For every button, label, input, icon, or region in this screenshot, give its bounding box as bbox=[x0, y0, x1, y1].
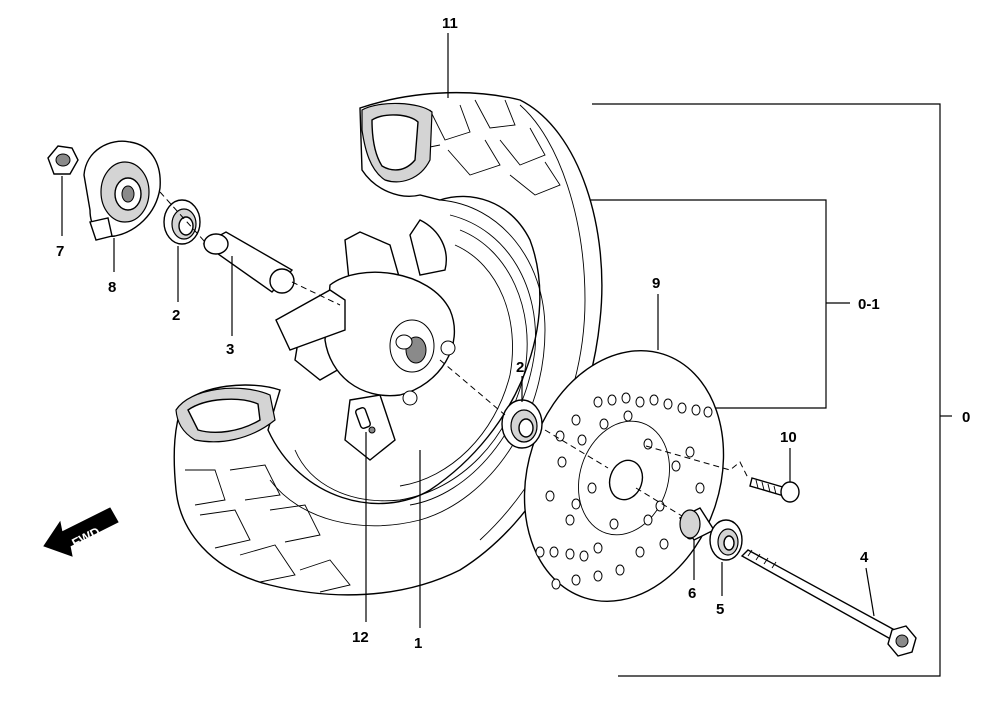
bearing-left bbox=[163, 199, 201, 245]
distance-collar bbox=[202, 231, 295, 294]
axle-bolt bbox=[740, 549, 917, 657]
callout-0-1: 0-1 bbox=[858, 296, 880, 313]
callout-3: 3 bbox=[226, 341, 234, 358]
oil-seal bbox=[709, 519, 743, 561]
brake-disc bbox=[523, 350, 725, 602]
callout-6: 6 bbox=[688, 585, 696, 602]
callout-0: 0 bbox=[962, 409, 970, 426]
callout-11: 11 bbox=[442, 15, 458, 32]
speedometer-gearbox bbox=[83, 140, 161, 241]
callout-5: 5 bbox=[716, 601, 724, 618]
callout-7: 7 bbox=[56, 243, 64, 260]
callout-2-left: 2 bbox=[172, 307, 180, 324]
bearing-right bbox=[501, 399, 543, 449]
side-collar bbox=[678, 507, 716, 541]
callout-2-right: 2 bbox=[516, 359, 524, 376]
callout-10: 10 bbox=[780, 429, 797, 446]
callout-8: 8 bbox=[108, 279, 116, 296]
callout-9: 9 bbox=[652, 275, 660, 292]
disc-vent-holes bbox=[535, 392, 713, 590]
disc-bolt bbox=[749, 477, 800, 503]
callout-1: 1 bbox=[414, 635, 422, 652]
valve-stem bbox=[355, 407, 376, 434]
callouts: 11 7 8 2 3 9 0-1 2 0 10 4 6 5 12 1 bbox=[56, 15, 970, 652]
callout-12: 12 bbox=[352, 629, 369, 646]
forward-direction-arrow: FWD bbox=[43, 507, 119, 557]
axle-nut bbox=[47, 145, 79, 175]
assembly-axis-lines bbox=[159, 191, 749, 517]
tire bbox=[173, 91, 603, 596]
assembly-bracket-0 bbox=[592, 103, 952, 677]
leader-lines bbox=[61, 33, 875, 628]
callout-4: 4 bbox=[860, 549, 869, 566]
